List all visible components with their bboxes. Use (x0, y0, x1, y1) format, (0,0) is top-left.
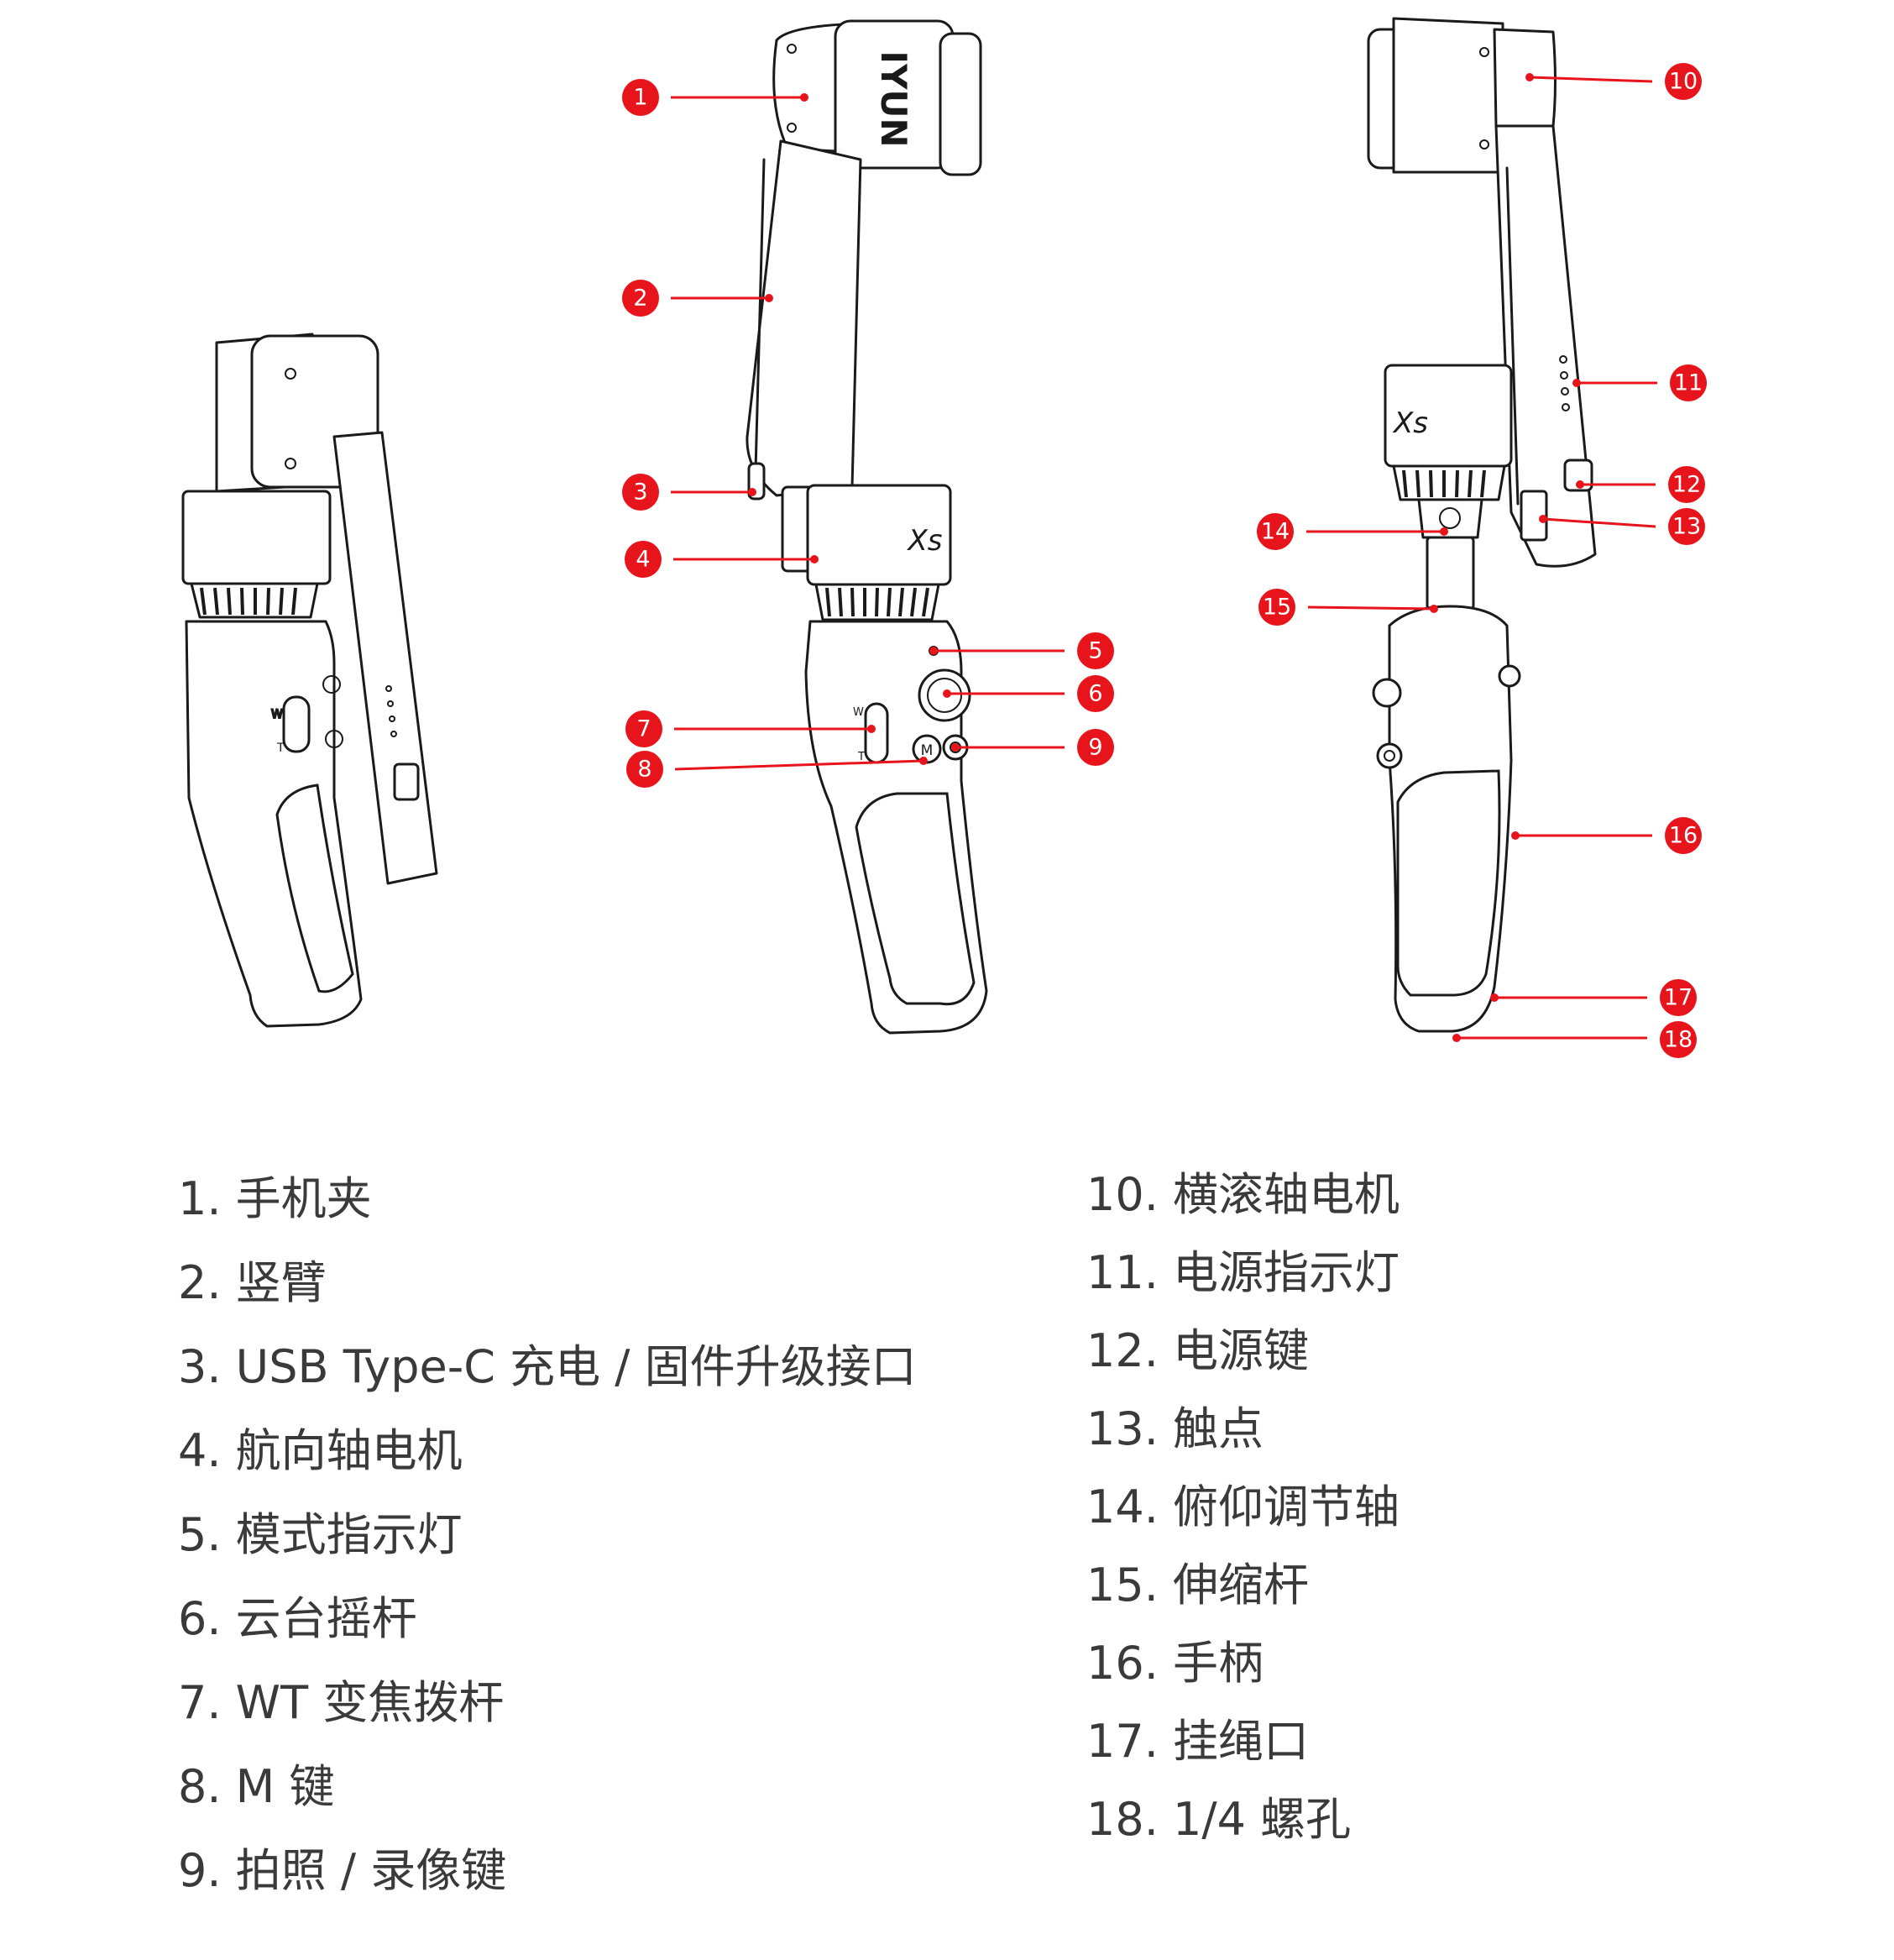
legend-item: 17. 挂绳口 (1086, 1715, 1310, 1768)
callout-num-9: 9 (1088, 735, 1102, 761)
callout-num-10: 10 (1669, 69, 1698, 95)
legend-item: 3. USB Type-C 充电 / 固件升级接口 (178, 1340, 917, 1393)
callout-badge-9 (1077, 729, 1114, 766)
callout-badge-16 (1665, 817, 1702, 854)
legend-item: 16. 手柄 (1086, 1637, 1264, 1690)
brand-mark-front: Xs (906, 524, 942, 558)
gimbal-back-view: Xs (1367, 17, 1597, 1033)
clamp-logo: IYUN (873, 50, 914, 147)
legend-item: 11. 电源指示灯 (1086, 1246, 1400, 1299)
legend-item: 12. 电源键 (1086, 1324, 1310, 1377)
callout-num-16: 16 (1669, 823, 1698, 849)
callout-badge-12 (1668, 466, 1705, 503)
callouts: 1 2 3 4 5 6 7 8 9 10 11 12 13 (622, 63, 1707, 1058)
callout-badge-14 (1257, 513, 1294, 550)
callout-num-15: 15 (1263, 595, 1291, 621)
callout-num-12: 12 (1672, 472, 1701, 498)
callout-badge-7 (625, 710, 662, 747)
callout-badge-1 (622, 79, 659, 116)
legend-item: 5. 模式指示灯 (178, 1508, 463, 1561)
gimbal-front-view: IYUN Xs W T M (746, 19, 988, 1035)
callout-num-13: 13 (1672, 514, 1701, 540)
zoom-t-label-folded: T (276, 742, 285, 755)
legend-item: 6. 云台摇杆 (178, 1592, 417, 1645)
callout-badge-18 (1660, 1021, 1697, 1058)
callout-badge-10 (1665, 63, 1702, 100)
callout-num-3: 3 (633, 480, 647, 506)
callout-badge-6 (1077, 675, 1114, 712)
legend-item: 8. M 键 (178, 1760, 335, 1813)
gimbal-folded-view: W T (181, 333, 438, 1028)
callout-badge-4 (625, 541, 662, 578)
legend-item: 9. 拍照 / 录像键 (178, 1844, 507, 1897)
callout-badge-13 (1668, 508, 1705, 545)
callout-badge-8 (626, 751, 663, 788)
callout-badge-15 (1258, 589, 1295, 626)
callout-num-4: 4 (636, 547, 650, 573)
zoom-w-label-folded: W (271, 708, 283, 721)
legend-item: 18. 1/4 螺孔 (1086, 1793, 1352, 1846)
legend-item: 14. 俯仰调节轴 (1086, 1480, 1400, 1533)
m-button-label: M (921, 742, 934, 759)
callout-num-11: 11 (1674, 370, 1703, 396)
callout-num-8: 8 (637, 757, 651, 783)
legend-item: 10. 横滚轴电机 (1086, 1168, 1400, 1221)
gimbal-diagram: W T IYUN Xs (181, 17, 1707, 1058)
callout-badge-3 (622, 474, 659, 511)
legend-left: 1. 手机夹 2. 竖臂 3. USB Type-C 充电 / 固件升级接口 4… (178, 1157, 917, 1913)
callout-num-5: 5 (1088, 638, 1102, 664)
legend-item: 1. 手机夹 (178, 1172, 372, 1225)
callout-num-1: 1 (633, 85, 647, 111)
zoom-w-label: W (853, 706, 864, 719)
legend-item: 7. WT 变焦拨杆 (178, 1676, 505, 1729)
callout-badge-17 (1660, 979, 1697, 1016)
legend-item: 4. 航向轴电机 (178, 1424, 463, 1477)
callout-num-14: 14 (1261, 519, 1290, 545)
callout-num-2: 2 (633, 286, 647, 312)
zoom-t-label: T (857, 751, 865, 763)
callout-badge-11 (1670, 364, 1707, 401)
callout-badge-2 (622, 280, 659, 317)
callout-num-6: 6 (1088, 681, 1102, 707)
callout-badge-5 (1077, 632, 1114, 669)
callout-num-18: 18 (1664, 1027, 1693, 1053)
callout-num-17: 17 (1664, 985, 1693, 1011)
callout-num-7: 7 (636, 716, 651, 742)
legend-item: 13. 触点 (1086, 1402, 1264, 1455)
legend-item: 15. 伸缩杆 (1086, 1559, 1310, 1611)
brand-mark-back: Xs (1392, 406, 1428, 440)
legend-right: 10. 横滚轴电机 11. 电源指示灯 12. 电源键 13. 触点 14. 俯… (1086, 1156, 1400, 1858)
legend-item: 2. 竖臂 (178, 1256, 327, 1309)
